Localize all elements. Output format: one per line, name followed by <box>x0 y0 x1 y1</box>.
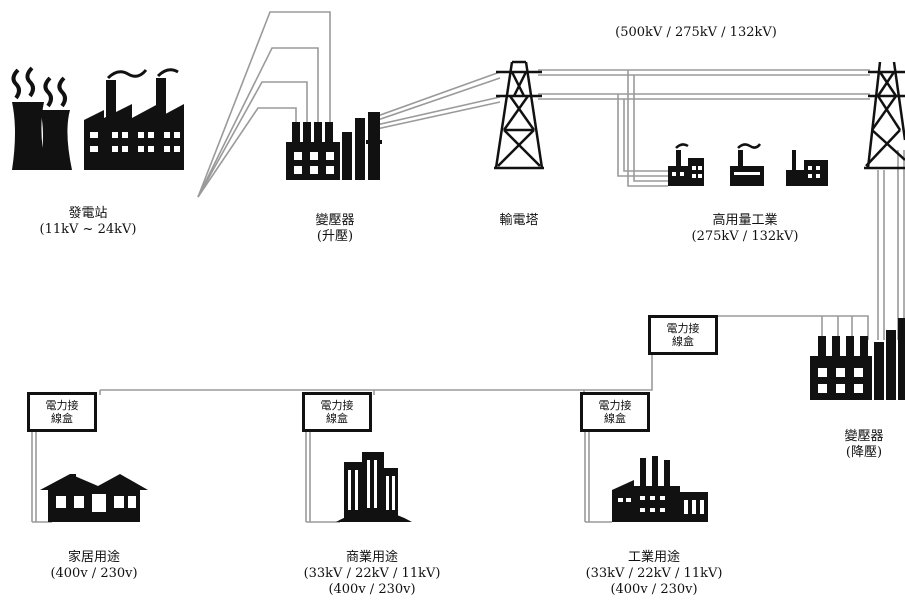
power-station-icon <box>11 66 184 170</box>
junction-box-domestic: 電力接 線盒 <box>27 392 97 432</box>
industrial-name: 工業用途 <box>627 550 681 565</box>
junction-box-commercial: 電力接 線盒 <box>302 392 372 432</box>
junction-box-line2: 線盒 <box>672 335 694 348</box>
junction-box-line1: 電力接 <box>45 399 79 412</box>
domestic-voltage: (400v / 230v) <box>50 566 138 581</box>
step-down-transformer-name: 變壓器 <box>844 429 884 444</box>
heavy-industry-label: 高用量工業 (275kV / 132kV) <box>692 213 799 245</box>
transmission-tower-label: 輸電塔 <box>499 213 538 229</box>
transmission-voltage-label: (500kV / 275kV / 132kV) <box>615 25 777 40</box>
transmission-tower-name: 輸電塔 <box>499 213 539 228</box>
factory-icon <box>612 456 708 522</box>
commercial-label: 商業用途 (33kV / 22kV / 11kV) (400v / 230v) <box>304 550 441 598</box>
junction-box-industrial: 電力接 線盒 <box>580 392 650 432</box>
transmission-tower-icon <box>864 61 905 170</box>
industrial-label: 工業用途 (33kV / 22kV / 11kV) (400v / 230v) <box>586 550 723 598</box>
power-station-name: 發電站 <box>68 206 108 221</box>
heavy-industry-voltage: (275kV / 132kV) <box>691 229 799 244</box>
heavy-industry-name: 高用量工業 <box>712 213 778 228</box>
domestic-label: 家居用途 (400v / 230v) <box>50 550 137 582</box>
commercial-buildings-icon <box>336 452 412 522</box>
step-down-transformer-label: 變壓器 (降壓) <box>844 429 883 461</box>
industrial-voltage-low: (400v / 230v) <box>610 582 698 597</box>
commercial-voltage: (33kV / 22kV / 11kV) <box>303 566 441 581</box>
domestic-name: 家居用途 <box>67 550 121 565</box>
step-up-transformer-name: 變壓器 <box>315 213 355 228</box>
junction-box-line1: 電力接 <box>666 322 700 335</box>
step-up-transformer-note: (升壓) <box>316 229 354 244</box>
industrial-voltage: (33kV / 22kV / 11kV) <box>585 566 723 581</box>
junction-box-line2: 線盒 <box>51 412 73 425</box>
commercial-voltage-low: (400v / 230v) <box>328 582 416 597</box>
junction-box-line2: 線盒 <box>326 412 348 425</box>
heavy-industry-icon <box>668 143 828 186</box>
step-down-transformer-note: (降壓) <box>845 445 883 460</box>
junction-box-upper: 電力接 線盒 <box>648 315 718 355</box>
step-up-transformer-label: 變壓器 (升壓) <box>315 213 354 245</box>
transmission-tower-icon <box>494 60 544 170</box>
junction-box-line1: 電力接 <box>320 399 354 412</box>
junction-box-line1: 電力接 <box>598 399 632 412</box>
step-down-transformer-icon <box>810 318 905 400</box>
junction-box-line2: 線盒 <box>604 412 626 425</box>
commercial-name: 商業用途 <box>345 550 399 565</box>
power-station-voltage: (11kV ~ 24kV) <box>39 222 137 237</box>
power-station-label: 發電站 (11kV ~ 24kV) <box>40 206 137 238</box>
house-icon <box>40 474 148 522</box>
step-up-transformer-icon <box>286 112 382 180</box>
